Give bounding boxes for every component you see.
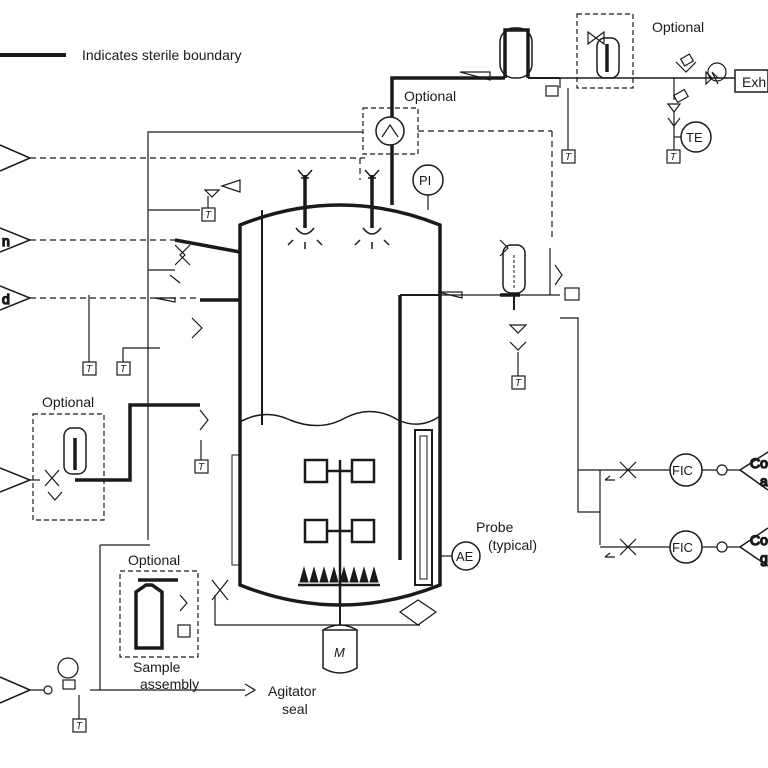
probe-label-2: (typical) [488, 537, 537, 553]
probe-label-1: Probe [476, 519, 514, 535]
optional-condenser: Optional [362, 88, 456, 155]
legend-text: Indicates sterile boundary [82, 47, 242, 63]
sterile-inlet-lines [75, 238, 520, 560]
agitator-seal-label-2: seal [282, 701, 308, 717]
optional-filter-top: Optional [576, 13, 704, 89]
inlet-air-filter [502, 244, 526, 310]
trap-label: T [86, 364, 93, 375]
trap-label: T [76, 721, 83, 732]
trap-label: T [205, 210, 212, 221]
motor-label: M [334, 645, 345, 660]
pi-gauge: PI [412, 164, 444, 210]
right-inlet-2-a: Co [750, 532, 768, 548]
agitator-impeller [303, 458, 376, 605]
sample-label-1: Sample [133, 659, 181, 675]
right-inlet-2-b: g [760, 550, 768, 566]
left-inlet-3-label: d [2, 291, 10, 307]
trap-label: T [120, 364, 127, 375]
ae-label: AE [456, 549, 474, 564]
legend: Indicates sterile boundary [0, 47, 242, 63]
trap-label: T [515, 378, 522, 389]
trap-label: T [670, 152, 677, 163]
left-inlet-2-label: n [2, 233, 10, 249]
right-inlet-1-a: Co [750, 455, 768, 471]
sparger [298, 566, 380, 587]
right-gas-inlets: Co a Co g [739, 451, 768, 567]
agitator-motor: M [322, 605, 358, 674]
te-label: TE [686, 130, 703, 145]
signal-lines [30, 130, 553, 299]
fic-controllers: FIC FIC [600, 453, 740, 564]
trap-label: T [565, 152, 572, 163]
optional-filter-left: Optional [32, 394, 105, 521]
agitator-seal-label-1: Agitator [268, 683, 317, 699]
left-inlets: n d [0, 144, 33, 704]
sample-assembly: Optional Sample assembly [119, 552, 199, 692]
ae-probe: AE Probe (typical) [440, 519, 537, 571]
optional-sample-label: Optional [128, 552, 180, 568]
trap-label: T [198, 462, 205, 473]
sample-label-2: assembly [140, 676, 199, 692]
agitator-seal-supply: Agitator seal [43, 657, 317, 717]
process-lines [30, 131, 601, 691]
te-instrument: TE [674, 121, 712, 153]
heating-jacket-baffle [414, 429, 433, 586]
pi-label: PI [419, 173, 431, 188]
fic-1-label: FIC [672, 463, 693, 478]
exhaust-outlet: Exh [666, 53, 768, 150]
bioreactor-vessel [231, 203, 442, 607]
exhaust-label: Exh [742, 74, 766, 90]
trap-lines [78, 78, 569, 719]
liquid-level [239, 410, 441, 427]
optional-mid-label: Optional [404, 88, 456, 104]
valve-symbols [154, 71, 580, 626]
fic-2-label: FIC [672, 540, 693, 555]
steam-traps [72, 149, 681, 733]
optional-left-label: Optional [42, 394, 94, 410]
sight-lights [287, 169, 390, 249]
right-inlet-1-b: a [760, 473, 768, 489]
optional-top-label: Optional [652, 19, 704, 35]
